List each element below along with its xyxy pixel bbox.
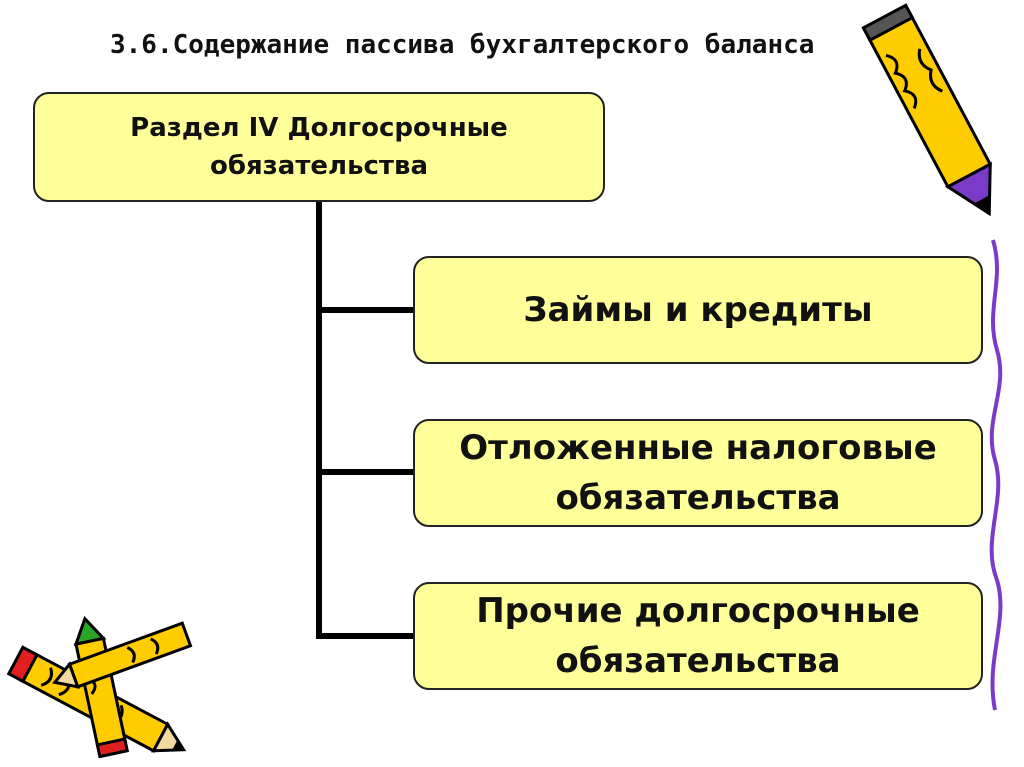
other-longterm-box: Прочие долгосрочные обязательства bbox=[413, 582, 983, 690]
deferred-tax-label-line2: обязательства bbox=[555, 478, 841, 518]
other-longterm-label-line2: обязательства bbox=[555, 641, 841, 681]
scribble-line bbox=[989, 239, 1003, 711]
loans-credits-label: Займы и кредиты bbox=[523, 290, 873, 330]
deferred-tax-label-line1: Отложенные налоговые bbox=[459, 428, 937, 468]
connector-branch-3 bbox=[316, 633, 414, 639]
page-title: 3.6.Содержание пассива бухгалтерского ба… bbox=[110, 30, 815, 60]
section-iv-label-line1: Раздел IV Долгосрочные bbox=[130, 113, 508, 143]
pencils-icon-bottom-left bbox=[6, 615, 193, 759]
deferred-tax-box: Отложенные налоговые обязательства bbox=[413, 419, 983, 527]
connector-branch-1 bbox=[316, 307, 414, 313]
other-longterm-label-line1: Прочие долгосрочные bbox=[476, 591, 920, 631]
connector-vertical bbox=[316, 202, 322, 639]
section-iv-label-line2: обязательства bbox=[209, 151, 428, 181]
section-iv-box: Раздел IV Долгосрочные обязательства bbox=[33, 92, 605, 202]
connector-branch-2 bbox=[316, 469, 414, 475]
pencil-icon-top-right bbox=[861, 3, 993, 217]
loans-credits-box: Займы и кредиты bbox=[413, 256, 983, 364]
